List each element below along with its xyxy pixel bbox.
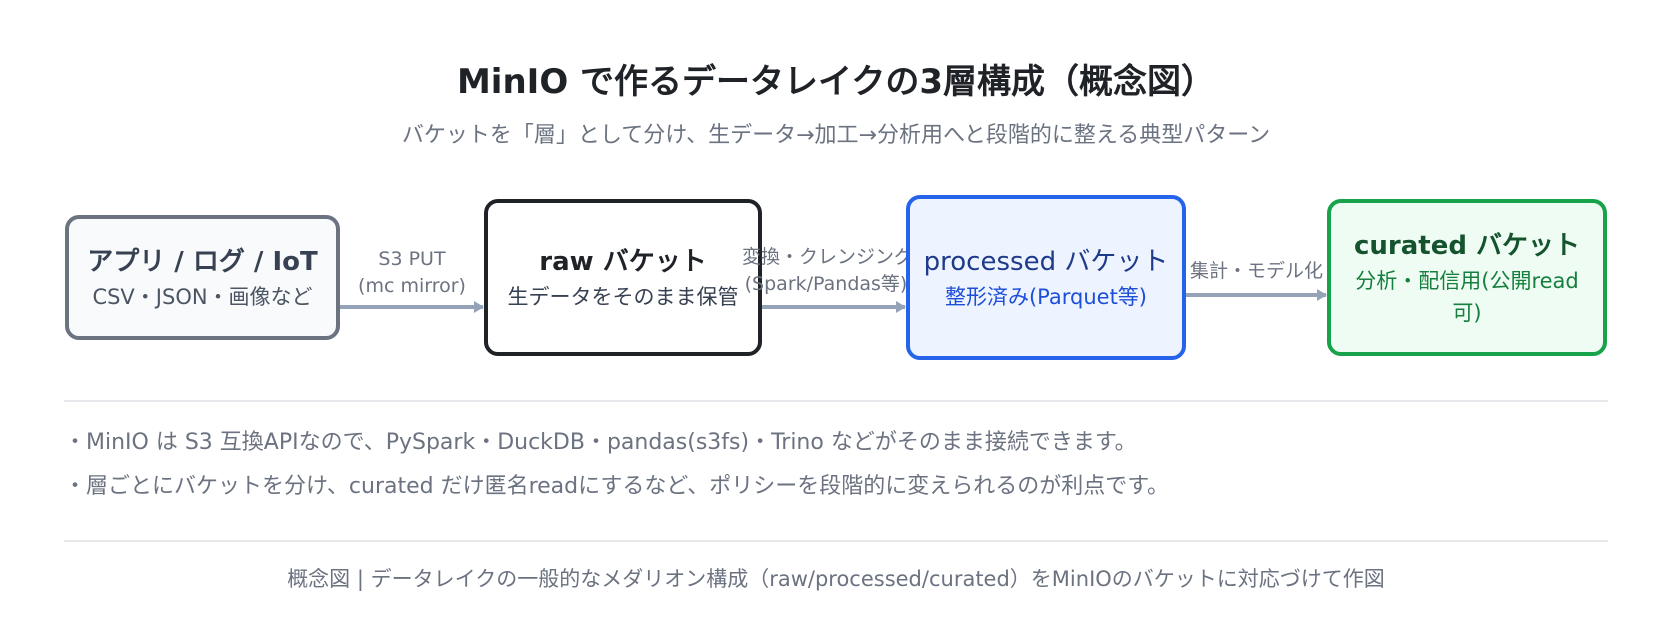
node-source: アプリ / ログ / IoT CSV・JSON・画像など xyxy=(65,215,340,340)
node-raw-sub: 生データをそのまま保管 xyxy=(507,284,739,309)
node-processed-bucket: processed バケット 整形済み(Parquet等) xyxy=(906,195,1186,360)
divider-bottom xyxy=(64,540,1608,542)
node-curated-sub: 分析・配信用(公開read可) xyxy=(1355,268,1579,325)
note-s3-compat: ・MinIO は S3 互換APIなので、PySpark・DuckDB・pand… xyxy=(64,430,1137,455)
edge-label-aggregate-line1: 集計・モデル化 xyxy=(1189,260,1323,282)
page-subtitle: バケットを「層」として分け、生データ→加工→分析用へと段階的に整える典型パターン xyxy=(401,123,1271,148)
edge-label-transform: 変換・クレンジング (Spark/Pandas等) xyxy=(742,244,910,298)
node-raw-bucket: raw バケット 生データをそのまま保管 xyxy=(484,199,762,356)
edge-label-transform-line1: 変換・クレンジング xyxy=(742,246,910,268)
node-processed-sub: 整形済み(Parquet等) xyxy=(944,284,1148,309)
node-source-title: アプリ / ログ / IoT xyxy=(87,246,318,277)
edge-label-s3-put-line2: (mc mirror) xyxy=(358,275,466,297)
node-source-sub: CSV・JSON・画像など xyxy=(92,284,313,309)
page-title: MinIO で作るデータレイクの3層構成（概念図） xyxy=(456,62,1216,102)
edge-label-s3-put-line1: S3 PUT xyxy=(378,248,446,270)
node-curated-bucket: curated バケット 分析・配信用(公開read可) xyxy=(1327,199,1607,356)
edge-label-aggregate: 集計・モデル化 xyxy=(1186,258,1327,285)
divider-top xyxy=(64,400,1608,402)
edge-label-transform-line2: (Spark/Pandas等) xyxy=(744,273,908,295)
node-processed-title: processed バケット xyxy=(923,246,1169,277)
node-curated-title: curated バケット xyxy=(1353,230,1580,261)
node-raw-title: raw バケット xyxy=(539,246,707,277)
edge-label-s3-put: S3 PUT (mc mirror) xyxy=(340,246,484,300)
caption-footer: 概念図 | データレイクの一般的なメダリオン構成（raw/processed/c… xyxy=(287,567,1385,591)
note-policy: ・層ごとにバケットを分け、curated だけ匿名readにするなど、ポリシーを… xyxy=(64,474,1170,499)
